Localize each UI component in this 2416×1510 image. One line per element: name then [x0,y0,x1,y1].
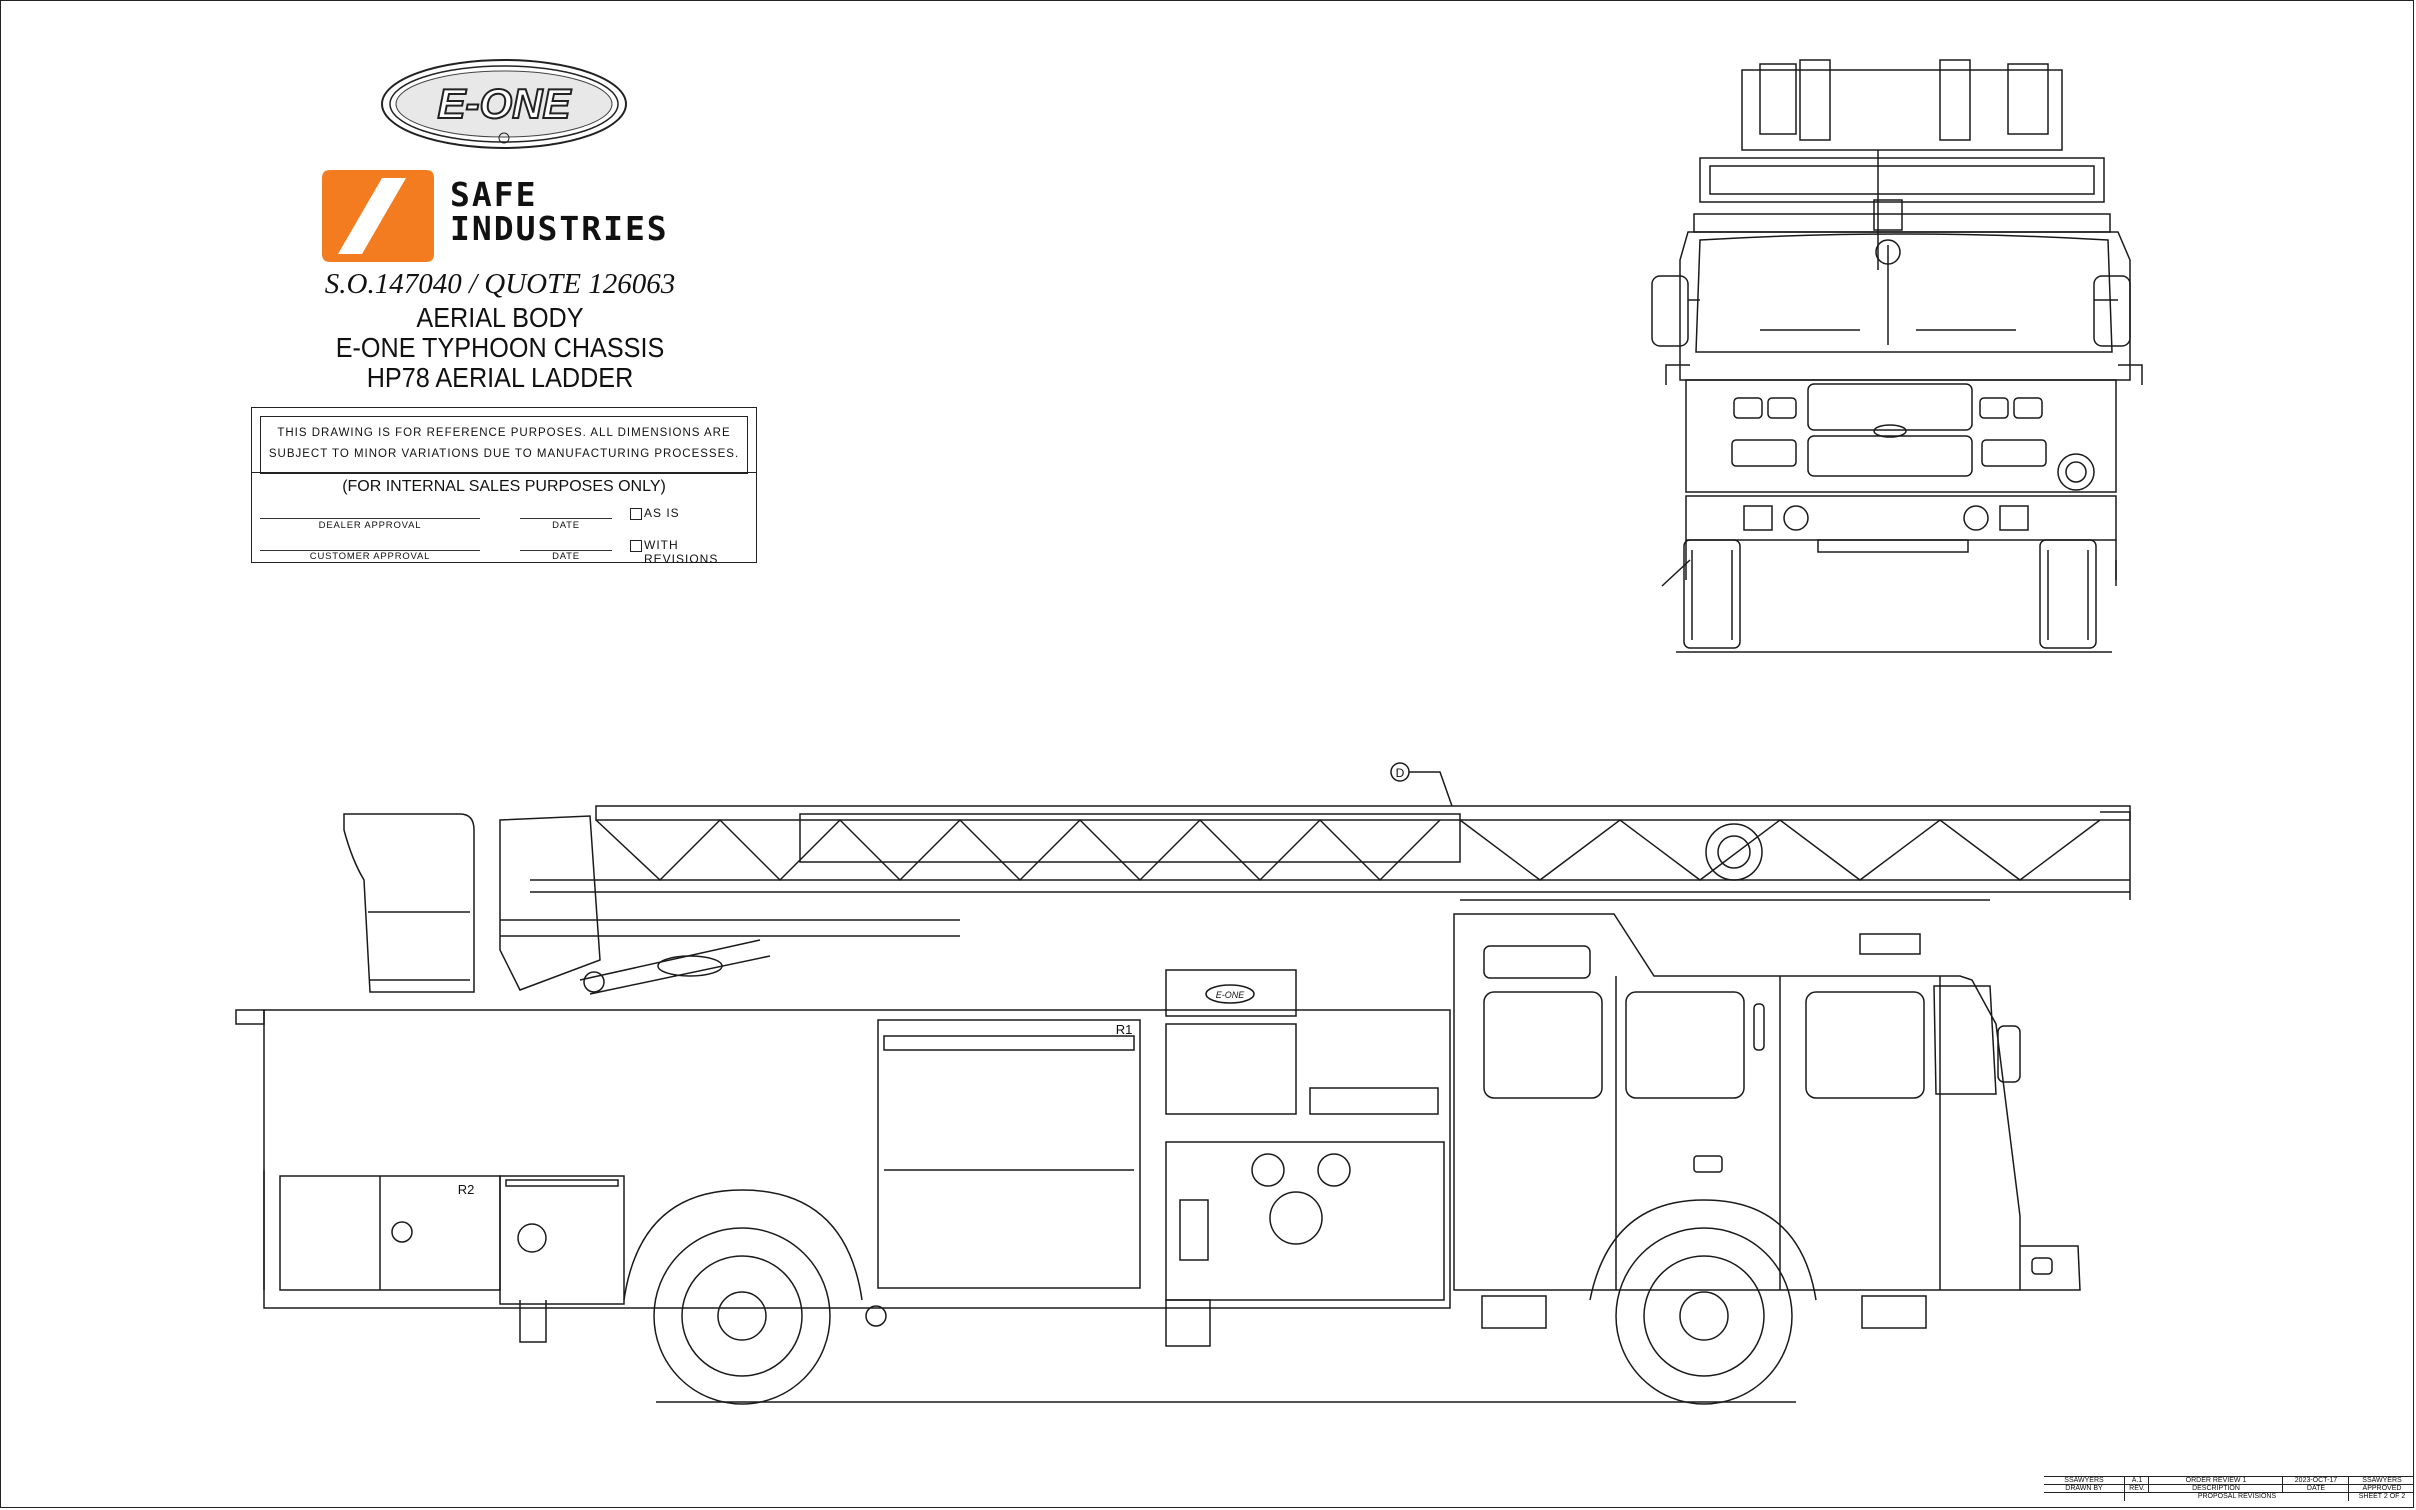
with-revisions-checkbox[interactable] [630,540,642,552]
safe-industries-wordmark: SAFE INDUSTRIES [450,178,669,246]
title-ladder: HP78 AERIAL LADDER [366,362,634,393]
title-aerial-body: AERIAL BODY [416,302,584,333]
as-is-label: AS IS [644,506,680,520]
reference-notice: THIS DRAWING IS FOR REFERENCE PURPOSES. … [260,416,748,474]
internal-sales-note: (FOR INTERNAL SALES PURPOSES ONLY) [342,478,666,495]
safe-word: SAFE [450,175,538,214]
wheels [519,1189,1927,1405]
customer-approval-label: CUSTOMER APPROVAL [309,551,431,562]
callout-d [1390,762,1453,807]
apparatus-body [235,969,1451,1347]
title-chassis: E-ONE TYPHOON CHASSIS [335,332,665,363]
front-cab [1651,213,2143,385]
customer-date-line[interactable] [520,550,612,551]
dealer-date-label: DATE [552,520,580,531]
approved-value: SSAWYERS [2348,1477,2415,1485]
title-block-row-1: SSAWYERS A.1 ORDER REVIEW 1 2023-OCT-17 … [2044,1476,2414,1485]
aerial-ladder [530,805,2131,955]
rev-header: REV. [2124,1485,2149,1493]
notice-line-1: THIS DRAWING IS FOR REFERENCE PURPOSES. … [277,427,731,439]
title-block: SSAWYERS A.1 ORDER REVIEW 1 2023-OCT-17 … [2044,1476,2414,1508]
title-block-row-2: DRAWN BY REV. DESCRIPTION DATE APPROVED [2044,1484,2414,1493]
front-wheels [1661,539,2117,653]
safe-industries-logo [322,170,434,262]
eone-logo: E-ONE [381,59,627,149]
date-header: DATE [2282,1485,2349,1493]
customer-date-label: DATE [552,551,580,562]
svg-text:E-ONE: E-ONE [437,80,572,127]
order-number: S.O.147040 / QUOTE 126063 [324,268,676,300]
dealer-signature-line[interactable] [260,518,480,519]
turntable [343,813,960,995]
notice-line-2: SUBJECT TO MINOR VARIATIONS DUE TO MANUF… [268,448,740,460]
with-revisions-label: WITH REVISIONS [644,538,719,566]
callout-label: D [1396,766,1405,780]
dealer-date-line[interactable] [520,518,612,519]
as-is-checkbox[interactable] [630,508,642,520]
compartment-r2-label: R2 [458,1182,475,1197]
sheet-number: SHEET 2 OF 2 [2348,1493,2415,1501]
drawn-by-header: DRAWN BY [2065,1485,2103,1492]
approval-box: THIS DRAWING IS FOR REFERENCE PURPOSES. … [251,407,757,566]
dealer-approval-label: DEALER APPROVAL [318,520,422,531]
industries-word: INDUSTRIES [450,209,669,248]
title-block-row-3: PROPOSAL REVISIONS SHEET 2 OF 2 [2044,1492,2414,1501]
side-eone-badge: E-ONE [1216,990,1246,1000]
date-value: 2023-OCT-17 [2282,1477,2349,1485]
drawn-by-value: SSAWYERS [2064,1477,2104,1484]
approved-header: APPROVED [2348,1485,2415,1493]
front-ladder-equipment [1699,59,2105,270]
customer-signature-line[interactable] [260,550,480,551]
divider [252,472,756,473]
proposal-revisions-label: PROPOSAL REVISIONS [2124,1493,2349,1501]
apparatus-cab [1453,913,2081,1291]
front-grille [1685,379,2117,493]
compartment-r1-label: R1 [1116,1022,1133,1037]
description-header: DESCRIPTION [2148,1485,2283,1493]
rev-value: A.1 [2124,1477,2149,1485]
description-value: ORDER REVIEW 1 [2148,1477,2283,1485]
